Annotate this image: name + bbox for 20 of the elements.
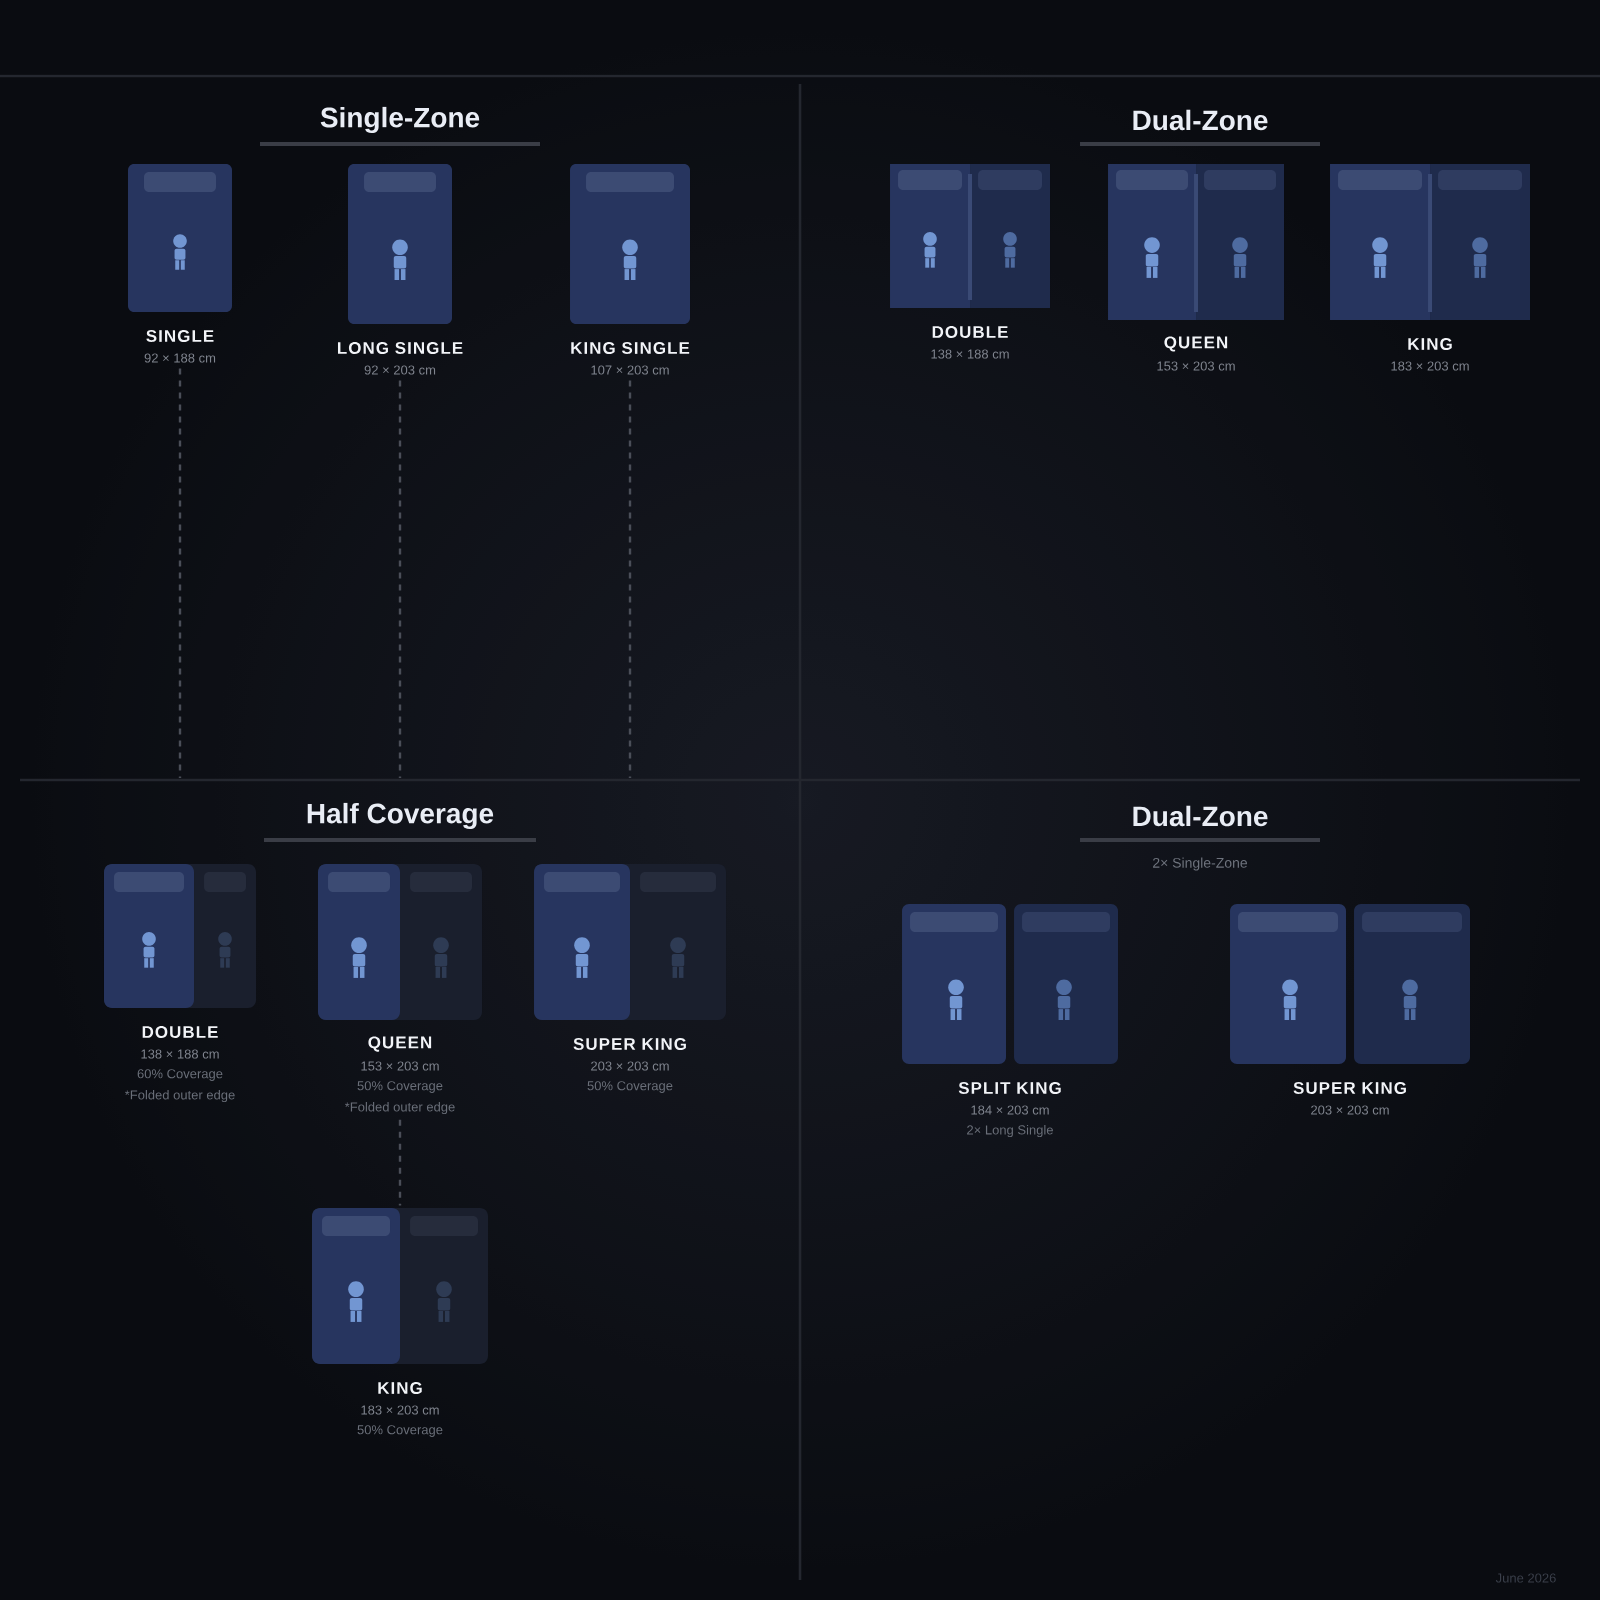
section-heading: Dual-Zone: [1133, 805, 1268, 827]
size-name: DOUBLE: [932, 326, 1008, 338]
guide-line: [178, 368, 182, 778]
guide-line: [398, 1119, 402, 1206]
section-heading: Half Coverage: [307, 802, 494, 830]
size-name: SPLIT KING: [958, 1082, 1061, 1094]
size-name: KING: [1408, 338, 1452, 350]
size-name: DOUBLE: [142, 1026, 218, 1038]
size-name: LONG SINGLE: [338, 342, 463, 354]
size-name: KING SINGLE: [571, 342, 690, 354]
size-name: SUPER KING: [1293, 1082, 1406, 1094]
size-name: QUEEN: [1164, 336, 1228, 352]
size-name: QUEEN: [368, 1036, 432, 1052]
size-name: KING: [378, 1382, 422, 1395]
size-name: SUPER KING: [573, 1038, 686, 1050]
guide-line: [398, 380, 402, 778]
guide-line: [628, 380, 632, 778]
section-heading: Dual-Zone: [1133, 109, 1268, 131]
section-heading: Single-Zone: [320, 106, 480, 134]
size-name: SINGLE: [146, 330, 214, 342]
